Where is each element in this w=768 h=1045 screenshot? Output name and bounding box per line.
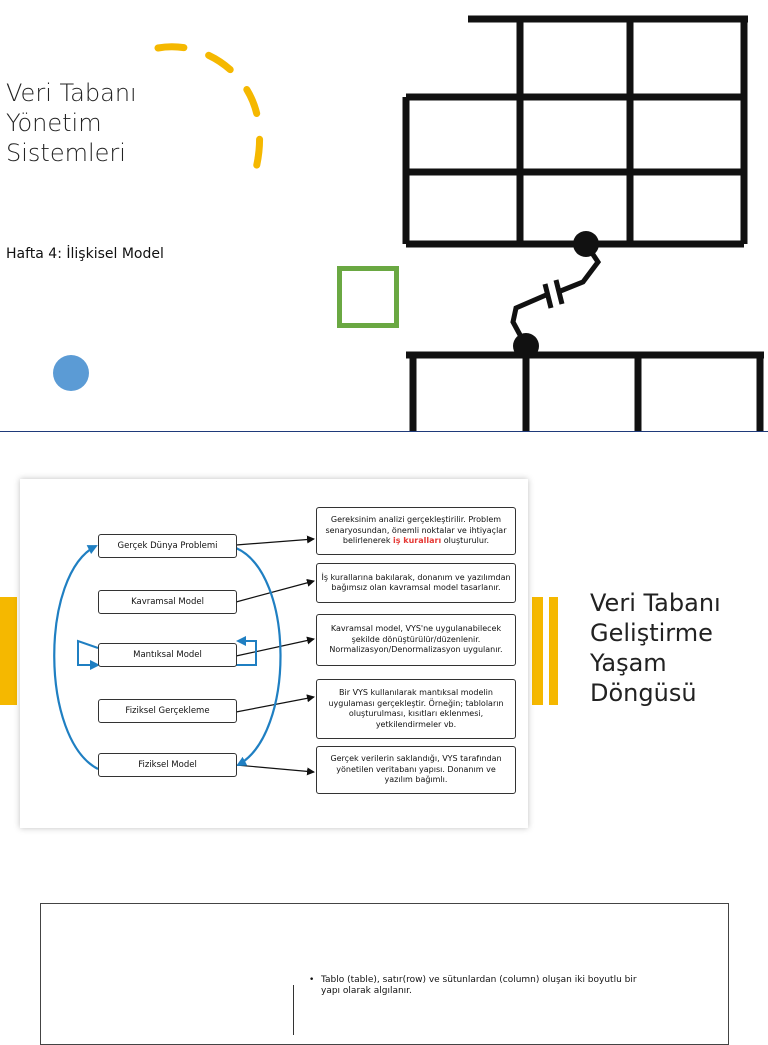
- stage-description: Kavramsal model, VYS'ne uygulanabilecek …: [316, 614, 516, 666]
- slide-divider: [0, 431, 768, 432]
- bullet-text: Tablo (table), satır(row) ve sütunlardan…: [321, 975, 637, 996]
- dashed-arc-decoration: [154, 43, 264, 194]
- title-line: Veri Tabanı: [6, 79, 137, 107]
- stage-box: Gerçek Dünya Problemi: [98, 534, 237, 558]
- title-line: Veri Tabanı: [590, 589, 721, 617]
- title-line: Yaşam: [590, 649, 667, 677]
- vertical-rule: [293, 985, 294, 1035]
- diagram-connectors: [53, 535, 315, 776]
- description-text: Gereksinim analizi gerçekleştirilir. Pro…: [325, 515, 507, 546]
- description-text: oluşturulur.: [441, 536, 490, 546]
- stage-description: İş kurallarına bakılarak, donanım ve yaz…: [316, 563, 516, 603]
- business-rules-highlight: iş kuralları: [393, 536, 442, 546]
- relation-tables-illustration: [402, 15, 764, 432]
- yellow-bar-decoration: [549, 597, 558, 705]
- yellow-bar-decoration: [0, 597, 17, 705]
- stage-box: Mantıksal Model: [98, 643, 237, 667]
- slide-subtitle: Hafta 4: İlişkisel Model: [6, 246, 164, 262]
- stage-box: Fiziksel Gerçekleme: [98, 699, 237, 723]
- stage-description: Bir VYS kullanılarak mantıksal modelin u…: [316, 679, 516, 739]
- slide-title: Veri Tabanı Yönetim Sistemleri: [6, 78, 137, 168]
- green-square-decoration: [337, 266, 399, 328]
- stage-box: Fiziksel Model: [98, 753, 237, 777]
- bullet-marker: •: [309, 975, 315, 985]
- title-line: Sistemleri: [6, 139, 126, 167]
- stage-description: Gerçek verilerin saklandığı, VYS tarafın…: [316, 746, 516, 794]
- yellow-bar-decoration: [532, 597, 543, 705]
- slide-frame: [40, 903, 729, 1045]
- slide-title: Veri Tabanı Geliştirme Yaşam Döngüsü: [590, 588, 721, 708]
- blue-circle-decoration: [53, 355, 89, 391]
- stage-description: Gereksinim analizi gerçekleştirilir. Pro…: [316, 507, 516, 555]
- title-slide: Veri Tabanı Yönetim Sistemleri Hafta 4: …: [0, 0, 768, 432]
- title-line: Yönetim: [6, 109, 102, 137]
- lifecycle-diagram: Gerçek Dünya Problemi Kavramsal Model Ma…: [20, 479, 528, 828]
- title-line: Geliştirme: [590, 619, 713, 647]
- title-line: Döngüsü: [590, 679, 697, 707]
- stage-box: Kavramsal Model: [98, 590, 237, 614]
